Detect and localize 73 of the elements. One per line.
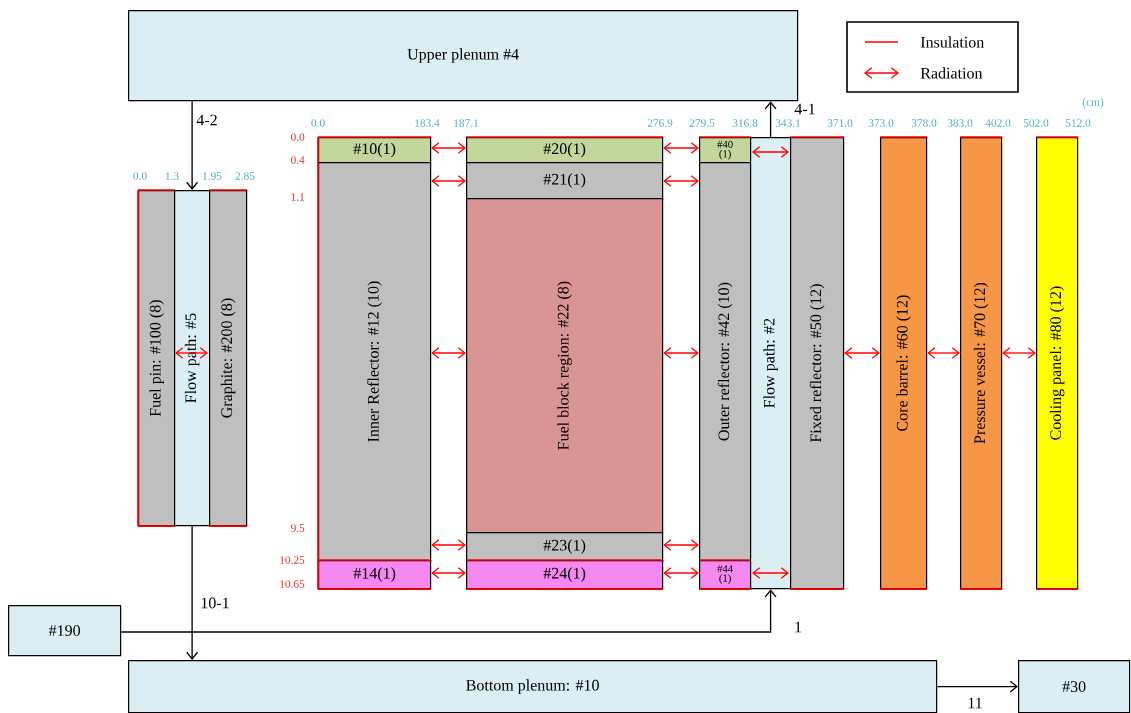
dimension-label: 512.0: [1065, 119, 1091, 127]
arrow: [431, 142, 466, 154]
arrow: [431, 175, 466, 187]
arrow: [663, 142, 699, 154]
arrow: [844, 347, 880, 359]
block-cell: #21(1): [465, 162, 665, 201]
dimension-label: 2.85: [235, 172, 255, 180]
arrow: [120, 589, 777, 633]
plenum-box: Bottom plenum: #10: [128, 660, 938, 713]
dimension-label: 10.65: [280, 580, 305, 588]
arrow: [936, 680, 1018, 693]
dimension-label: 378.0: [911, 119, 937, 127]
arrow: [431, 567, 466, 579]
edge-label: 11: [965, 696, 985, 710]
arrow: [1002, 347, 1036, 359]
fuel-pin-column: Fuel pin: #100 (8): [137, 189, 177, 528]
dimension-label: 402.0: [985, 119, 1011, 127]
dimension-label: (cm): [1082, 97, 1104, 109]
legend-label: Radiation: [920, 67, 983, 79]
block-cell: #40 (1): [698, 136, 753, 165]
dimension-label: 1.3: [165, 172, 179, 180]
dimension-label: 316.8: [732, 119, 758, 127]
dimension-label: 0.4: [291, 156, 305, 164]
block-cell: #14(1): [317, 559, 433, 591]
edge-label: 4-1: [793, 102, 817, 116]
arrow: [764, 101, 777, 138]
arrow: [927, 347, 960, 359]
plenum-box: #190: [8, 605, 122, 657]
flow-path-column: Flow path: #5: [174, 190, 211, 527]
graphite-column: Graphite: #200 (8): [208, 189, 249, 528]
dimension-label: 276.9: [647, 119, 673, 127]
dimension-label: 343.1: [775, 119, 801, 127]
plenum-box: #30: [1018, 660, 1131, 713]
dimension-label: 373.0: [868, 119, 894, 127]
dimension-label: 0.0: [311, 119, 325, 127]
block-cell: #23(1): [465, 532, 665, 563]
arrow: [663, 567, 699, 579]
arrow: [186, 525, 199, 660]
cooling-panel-column: Cooling panel: #80 (12): [1035, 136, 1080, 591]
dimension-label: 1.1: [291, 193, 305, 201]
edge-label: 10-1: [199, 596, 231, 610]
dimension-label: 0.0: [291, 133, 305, 141]
dimension-label: 187.1: [454, 119, 479, 127]
legend-label: Insulation: [920, 36, 985, 48]
plenum-box: Upper plenum #4: [128, 10, 799, 102]
arrow: [663, 347, 699, 359]
block-cell: #24(1): [465, 559, 665, 591]
edge-label: 4-2: [195, 113, 219, 127]
arrow: [186, 100, 199, 190]
dimension-label: 383.0: [947, 119, 973, 127]
block-cell: #20(1): [465, 136, 665, 165]
dimension-label: 371.0: [827, 119, 853, 127]
vessel-column: Pressure vessel: #70 (12): [959, 136, 1004, 591]
arrow: [663, 175, 699, 187]
block-cell: #10(1): [317, 136, 433, 165]
reflector-column: Inner Reflector: #12 (10): [317, 161, 432, 563]
arrow: [431, 539, 466, 551]
reflector-column: Outer reflector: #42 (10): [699, 162, 752, 562]
fuel-block-column: Fuel block region: #22 (8): [465, 198, 665, 535]
arrow: [663, 539, 699, 551]
flow-path-column: Flow path: #2: [750, 137, 792, 590]
dimension-label: 10.25: [280, 556, 305, 564]
dimension-label: 502.0: [1023, 119, 1049, 127]
dimension-label: 183.4: [415, 119, 440, 127]
dimension-label: 1.95: [203, 172, 222, 180]
edge-label: 1: [792, 620, 804, 634]
dimension-label: 9.5: [290, 524, 305, 532]
block-cell: #44 (1): [698, 559, 753, 591]
dimension-label: 0.0: [133, 172, 147, 180]
core-barrel-column: Core barrel: #60 (12): [879, 136, 929, 591]
dimension-label: 279.5: [689, 119, 715, 127]
arrow: [431, 347, 466, 359]
reflector-column: Fixed reflector: #50 (12): [789, 136, 846, 591]
